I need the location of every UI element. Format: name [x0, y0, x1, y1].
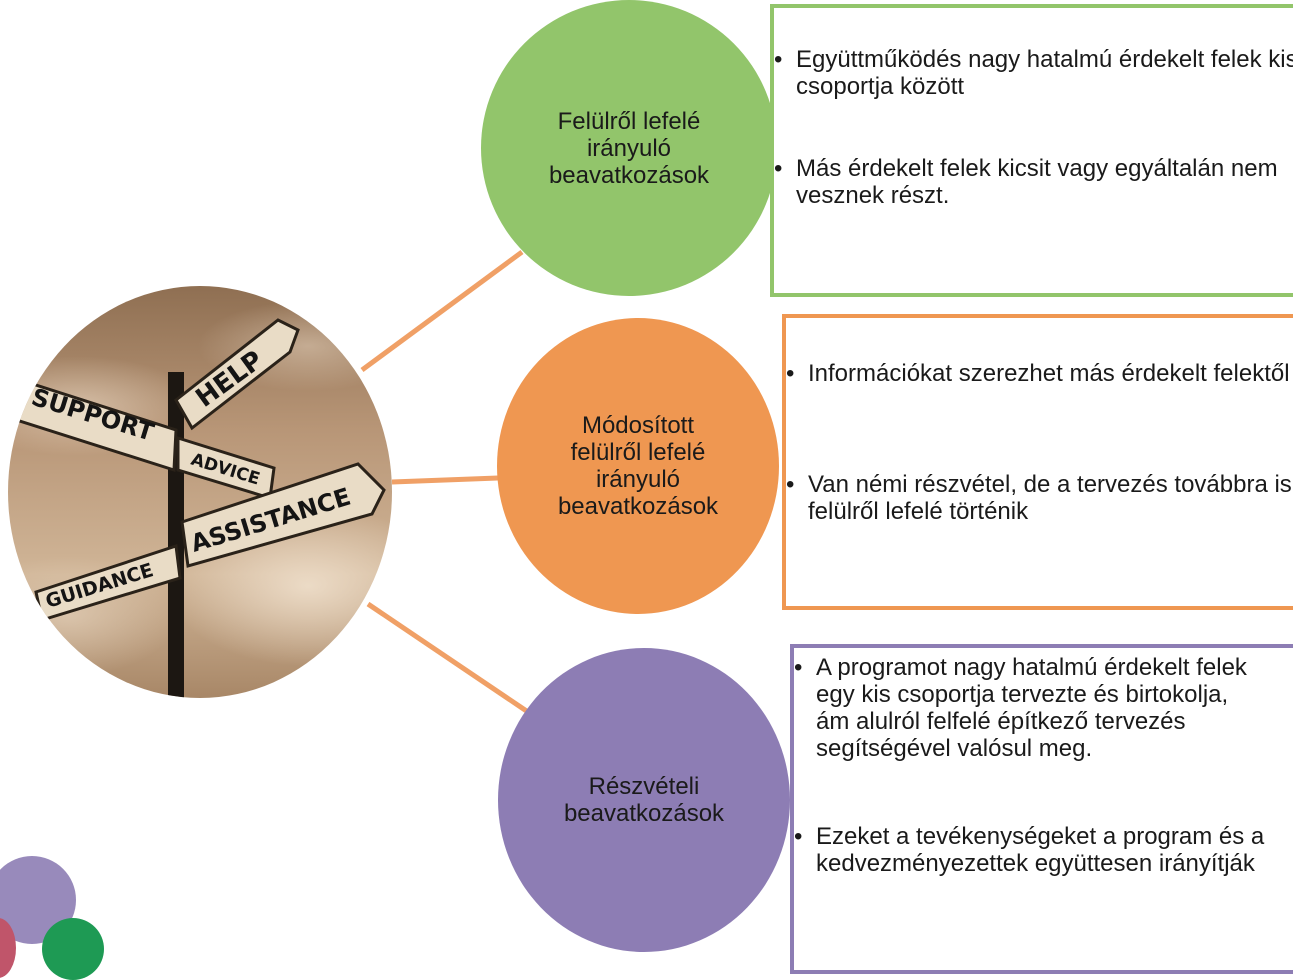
description-box-participatory: A programot nagy hatalmú érdekelt felek … — [790, 644, 1293, 974]
connector-top — [360, 249, 524, 373]
description-box-modified-top-down: Információkat szerezhet más érdekelt fel… — [782, 314, 1293, 610]
connector-bottom — [366, 601, 530, 715]
decorative-circle-green — [42, 918, 104, 980]
bullet-item: Van némi részvétel, de a tervezés tovább… — [786, 471, 1293, 525]
connector-middle — [391, 475, 499, 485]
bullet-item: Együttműködés nagy hatalmú érdekelt fele… — [774, 46, 1293, 100]
description-box-top-down: Együttműködés nagy hatalmú érdekelt fele… — [770, 4, 1293, 297]
node-circle-participatory: Részvételi beavatkozások — [498, 648, 790, 952]
node-label-top-down: Felülről lefelé irányuló beavatkozások — [548, 107, 710, 189]
bullet-item: Információkat szerezhet más érdekelt fel… — [786, 360, 1293, 387]
bullet-item: Ezeket a tevékenységeket a program és a … — [794, 823, 1293, 877]
bullet-item: Más érdekelt felek kicsit vagy egyáltalá… — [774, 155, 1293, 209]
node-circle-modified-top-down: Módosított felülről lefelé irányuló beav… — [497, 318, 779, 614]
node-circle-top-down: Felülről lefelé irányuló beavatkozások — [481, 0, 777, 296]
bullet-item: A programot nagy hatalmú érdekelt felek … — [794, 654, 1262, 762]
signpost-photo: HELP SUPPORT ADVICE ASSISTANCE GUIDANCE — [8, 286, 392, 698]
node-label-participatory: Részvételi beavatkozások — [563, 773, 725, 827]
node-label-modified-top-down: Módosított felülről lefelé irányuló beav… — [557, 412, 719, 520]
